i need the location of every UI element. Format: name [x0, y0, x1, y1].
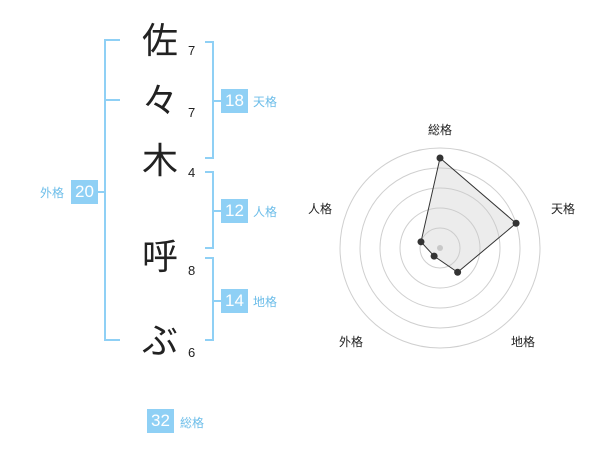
radar-point-0	[436, 154, 444, 162]
stroke-count-2: 7	[188, 105, 196, 120]
stroke-count-4: 8	[188, 263, 196, 278]
radar-point-1	[512, 219, 520, 227]
radar-center	[437, 245, 443, 251]
gaikaku-label: 外格	[40, 186, 65, 200]
tenkaku-value: 18	[221, 89, 248, 113]
name-char-2: 々	[141, 81, 178, 122]
radar-axis-label-3: 外格	[339, 335, 364, 349]
radar-ring-2	[399, 207, 481, 289]
tenkaku-label: 天格	[253, 95, 278, 109]
chikaku-value: 14	[221, 289, 248, 313]
radar-series-polygon	[420, 157, 517, 273]
stroke-count-5: 6	[188, 345, 196, 360]
stroke-count-1: 7	[188, 43, 196, 58]
radar-point-3	[430, 252, 438, 260]
jinkaku-value: 12	[221, 199, 248, 223]
gaikaku-value: 20	[71, 180, 98, 204]
radar-point-4	[417, 238, 425, 246]
radar-axis-label-1: 天格	[551, 202, 576, 216]
radar-ring-1	[419, 227, 461, 269]
soukaku-value: 32	[147, 409, 174, 433]
soukaku-label: 総格	[180, 416, 205, 430]
radar-axis-label-0: 総格	[428, 123, 453, 137]
radar-ring-5	[339, 147, 541, 349]
gaikaku-bracket	[104, 39, 120, 341]
chikaku-bracket	[205, 257, 214, 341]
jinkaku-label: 人格	[253, 205, 278, 219]
chikaku-label: 地格	[253, 295, 278, 309]
radar-axis-label-2: 地格	[511, 335, 536, 349]
name-char-3: 木	[141, 141, 178, 182]
radar-ring-4	[359, 167, 521, 329]
name-char-1: 佐	[141, 21, 178, 62]
stroke-count-3: 4	[188, 165, 196, 180]
name-char-4: 呼	[141, 237, 178, 278]
name-char-5: ぶ	[141, 321, 178, 362]
radar-ring-3	[379, 187, 501, 309]
radar-axis-label-4: 人格	[308, 202, 333, 216]
radar-point-2	[454, 268, 462, 276]
